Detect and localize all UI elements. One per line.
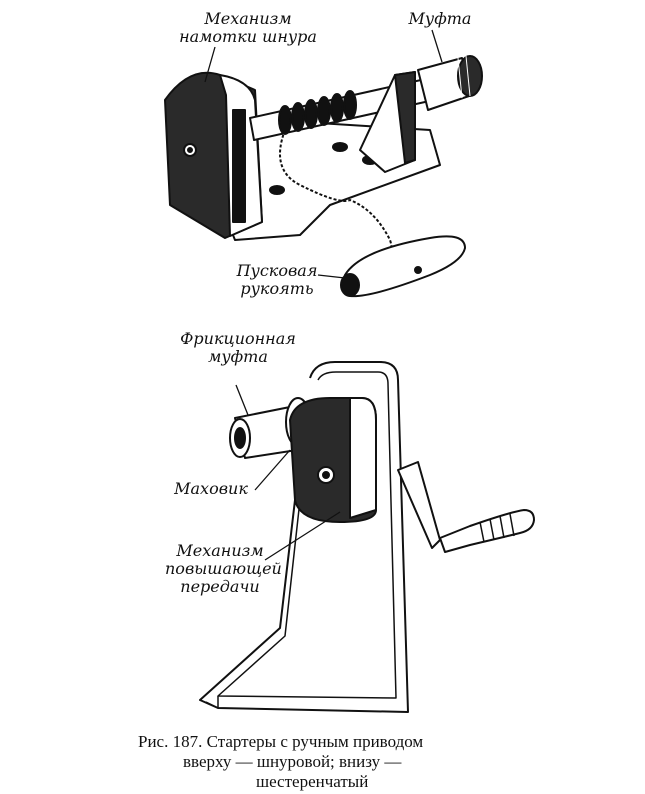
label-winding-mechanism: Механизм намотки шнура: [163, 10, 333, 46]
caption-line2: вверху — шнуровой; внизу —: [183, 752, 402, 771]
label-step-up-gear-line3: передачи: [180, 577, 260, 596]
label-coupling: Муфта: [408, 9, 472, 28]
start-handle: [341, 235, 466, 298]
crank-arm: [397, 461, 441, 549]
label-step-up-gear: Механизм повышающей передачи: [165, 541, 282, 596]
crank-handle: [439, 509, 535, 553]
label-friction-coupling-line2: муфта: [208, 347, 268, 366]
geared-starter-drawing: [199, 361, 535, 713]
cord-spool: [278, 90, 357, 135]
caption-line3: шестеренчатый: [256, 772, 369, 791]
caption-line1: Рис. 187. Стартеры с ручным приводом: [138, 732, 424, 751]
label-start-handle: Пусковая рукоять: [222, 262, 332, 298]
label-start-handle-line1: Пусковая: [236, 261, 318, 280]
label-step-up-gear-line1: Механизм: [176, 541, 264, 560]
cord-starter-drawing: [164, 29, 483, 298]
label-friction-coupling: Фрикционная муфта: [168, 330, 308, 366]
label-winding-mechanism-line1: Механизм: [204, 9, 292, 28]
label-step-up-gear-line2: повышающей: [165, 559, 282, 578]
label-friction-coupling-line1: Фрикционная: [180, 329, 296, 348]
figure-caption: Рис. 187. Стартеры с ручным приводом вве…: [138, 732, 558, 792]
frame: [199, 361, 409, 713]
label-flywheel: Маховик: [174, 479, 248, 498]
label-start-handle-line2: рукоять: [240, 279, 314, 298]
label-winding-mechanism-line2: намотки шнура: [179, 27, 317, 46]
